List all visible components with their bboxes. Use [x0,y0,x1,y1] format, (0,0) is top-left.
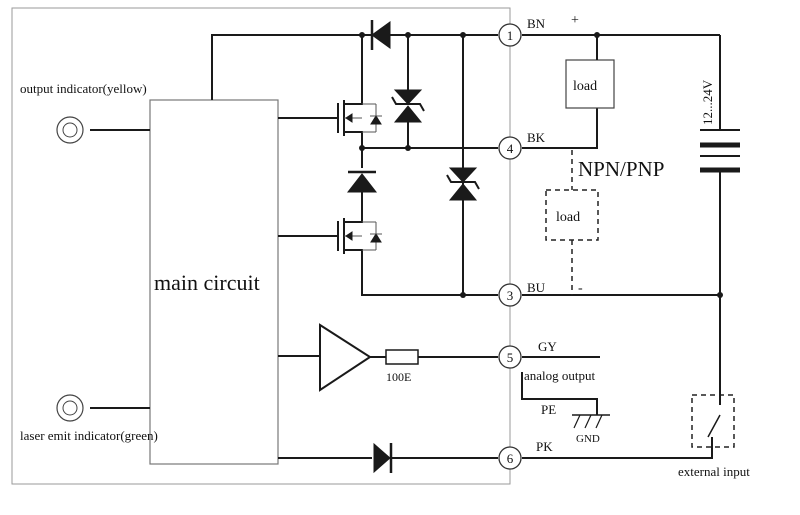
polarity-minus: - [578,281,583,296]
sensor-housing-outline [11,7,511,485]
pnp-load-label: load [556,210,580,225]
external-input-label: external input [678,464,750,479]
pk-line [278,437,713,474]
terminal-6-number: 6 [507,451,514,466]
bk-line [362,105,598,149]
terminal-5: 5 [498,345,522,369]
laser-emit-indicator-label: laser emit indicator(green) [20,428,158,443]
supply-diode-icon [370,20,391,50]
supply-voltage-label: 12...24V [700,79,715,125]
npn-load-box [565,59,615,109]
laser-emit-indicator-icon [56,394,150,422]
amplifier-icon [278,323,386,392]
switch-icon [707,295,721,445]
resistor-value-label: 100E [386,370,411,384]
analog-output-label: analog output [524,368,596,383]
lower-diode-icon [346,148,378,218]
lower-mosfet-icon [278,218,498,296]
terminal-4-number: 4 [507,141,514,156]
resistor-icon [385,349,498,365]
polarity-plus: + [571,13,579,28]
wire-label-pk: PK [536,439,553,454]
wire-label-bn: BN [527,16,546,31]
ground-icon [521,372,610,429]
terminal-3: 3 [498,283,522,307]
main-tvs-diode-icon [446,167,480,201]
wire-label-bu: BU [527,280,546,295]
external-input-box [691,394,735,448]
battery-icon [700,129,740,295]
output-indicator-label: output indicator(yellow) [20,81,147,96]
main-circuit-label: main circuit [154,270,260,295]
terminal-6: 6 [498,446,522,470]
terminal-1-number: 1 [507,28,514,43]
wire-label-bk: BK [527,130,546,145]
wire-label-pe: PE [541,402,556,417]
output-type-label: NPN/PNP [578,157,664,181]
upper-mosfet-icon [278,100,382,148]
npn-load-label: load [573,79,597,94]
terminal-4: 4 [498,136,522,160]
terminal-3-number: 3 [507,288,514,303]
main-circuit-block [149,99,279,465]
ground-label: GND [576,433,600,445]
terminal-5-number: 5 [507,350,514,365]
wire-label-gy: GY [538,339,557,354]
output-indicator-icon [56,116,150,144]
terminal-1: 1 [498,23,522,47]
bn-line [211,34,721,130]
upper-tvs-diode-icon [391,89,425,148]
